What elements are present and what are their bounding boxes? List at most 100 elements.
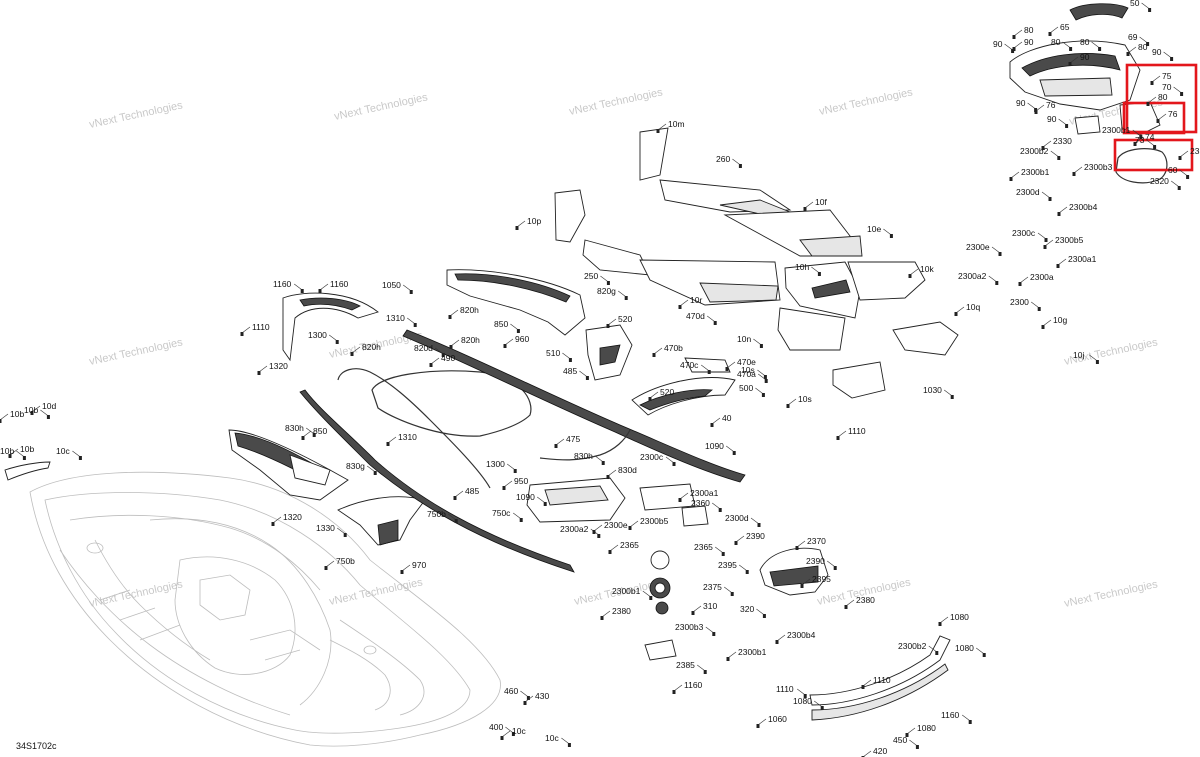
callout-label: 400 — [489, 722, 503, 732]
callout-label: 10c — [545, 733, 559, 743]
fastener-icon — [732, 451, 736, 455]
callout-label: 750c — [492, 508, 511, 518]
callout-label: 80 — [1024, 25, 1034, 35]
fastener-icon — [441, 353, 445, 357]
fastener-icon — [335, 340, 339, 344]
fastener-icon — [1012, 47, 1016, 51]
callout-label: 1030 — [923, 385, 942, 395]
fastener-icon — [800, 584, 804, 588]
callout-label: 10p — [527, 216, 541, 226]
fastener-icon — [624, 296, 628, 300]
watermark: vNext Technologies — [818, 86, 914, 118]
callout-label: 1080 — [950, 612, 969, 622]
callout-label: 750b — [427, 509, 446, 519]
callout-label: 90 — [1016, 98, 1026, 108]
fastener-icon — [678, 498, 682, 502]
callout-label: 2395 — [718, 560, 737, 570]
fastener-icon — [1156, 119, 1160, 123]
callout-label: 2395 — [812, 574, 831, 584]
decal-panels — [554, 127, 959, 399]
fastener-icon — [350, 352, 354, 356]
callout-label: 1110 — [776, 684, 794, 694]
callout-label: 90 — [1024, 37, 1034, 47]
highlight-boxes — [1113, 63, 1198, 172]
fastener-icon — [652, 353, 656, 357]
fastener-icon — [1069, 47, 1073, 51]
fastener-icon — [1043, 245, 1047, 249]
callout-label: 310 — [703, 601, 717, 611]
callout-label: 10h — [795, 262, 809, 272]
callout-label: 250 — [584, 271, 598, 281]
callout-label: 510 — [546, 348, 560, 358]
fastener-icon — [448, 315, 452, 319]
callout-label: 2365 — [694, 542, 713, 552]
fastener-icon — [300, 289, 304, 293]
callout-label: 10b — [10, 409, 24, 419]
callout-label: 10j — [1073, 350, 1084, 360]
fastener-icon — [519, 518, 523, 522]
fastener-icon — [1056, 264, 1060, 268]
hull-outline — [29, 471, 501, 747]
fastener-icon — [601, 461, 605, 465]
callout-label: 2320 — [1150, 176, 1169, 186]
callout-label: 500 — [739, 383, 753, 393]
fastener-icon — [905, 733, 909, 737]
fastener-icon — [585, 376, 589, 380]
callout-label: 80 — [1138, 42, 1148, 52]
fastener-icon — [30, 411, 34, 415]
fastener-icon — [526, 696, 530, 700]
fastener-icon — [409, 290, 413, 294]
callout-label: 10s — [798, 394, 812, 404]
fastener-icon — [968, 720, 972, 724]
fastener-icon — [567, 743, 571, 747]
callout-label: 90 — [1152, 47, 1162, 57]
callout-label: 2300 — [1010, 297, 1029, 307]
fastener-icon — [318, 289, 322, 293]
diagram-code: 34S1702c — [16, 741, 57, 751]
watermark: vNext Technologies — [88, 578, 184, 610]
callout-label: 65 — [1060, 22, 1070, 32]
fastener-icon — [597, 534, 601, 538]
callout-label: 74 — [1145, 132, 1155, 142]
fastener-icon — [844, 605, 848, 609]
fastener-icon — [1012, 35, 1016, 39]
callout-label: 10b — [0, 446, 14, 456]
fastener-icon — [833, 566, 837, 570]
callout-label: 1080 — [917, 723, 936, 733]
watermark: vNext Technologies — [1063, 578, 1159, 610]
fastener-icon — [1146, 102, 1150, 106]
callout-label: 2365 — [620, 540, 639, 550]
fastener-icon — [516, 329, 520, 333]
fastener-icon — [324, 566, 328, 570]
fastener-icon — [935, 651, 939, 655]
fastener-icon — [78, 456, 82, 460]
callout-label: 10b — [20, 444, 34, 454]
callout-label: 1300 — [308, 330, 327, 340]
callout-label: 2350 — [1190, 146, 1200, 156]
fastener-icon — [543, 502, 547, 506]
fastener-icon — [908, 274, 912, 278]
fastener-icon — [523, 701, 527, 705]
fastener-icon — [1065, 124, 1069, 128]
fastener-icon — [257, 371, 261, 375]
callout-label: 2300c — [1012, 228, 1036, 238]
callout-label: 10k — [920, 264, 934, 274]
callout-label: 470e — [737, 357, 756, 367]
fastener-icon — [554, 444, 558, 448]
fastener-icon — [718, 508, 722, 512]
callout-label: 2300c — [640, 452, 664, 462]
callout-label: 10d — [42, 401, 56, 411]
callout-label: 2390 — [806, 556, 825, 566]
callout-label: 830h — [574, 451, 593, 461]
callout-label: 820h — [460, 305, 479, 315]
fastener-icon — [795, 546, 799, 550]
callout-label: 10m — [668, 119, 685, 129]
fastener-icon — [954, 312, 958, 316]
callout-label: 830d — [618, 465, 637, 475]
fastener-icon — [606, 281, 610, 285]
callout-label: 420 — [873, 746, 887, 756]
callout-label: 2300b2 — [1020, 146, 1049, 156]
callout-label: 1160 — [941, 710, 960, 720]
callout-label: 2300a — [1030, 272, 1054, 282]
